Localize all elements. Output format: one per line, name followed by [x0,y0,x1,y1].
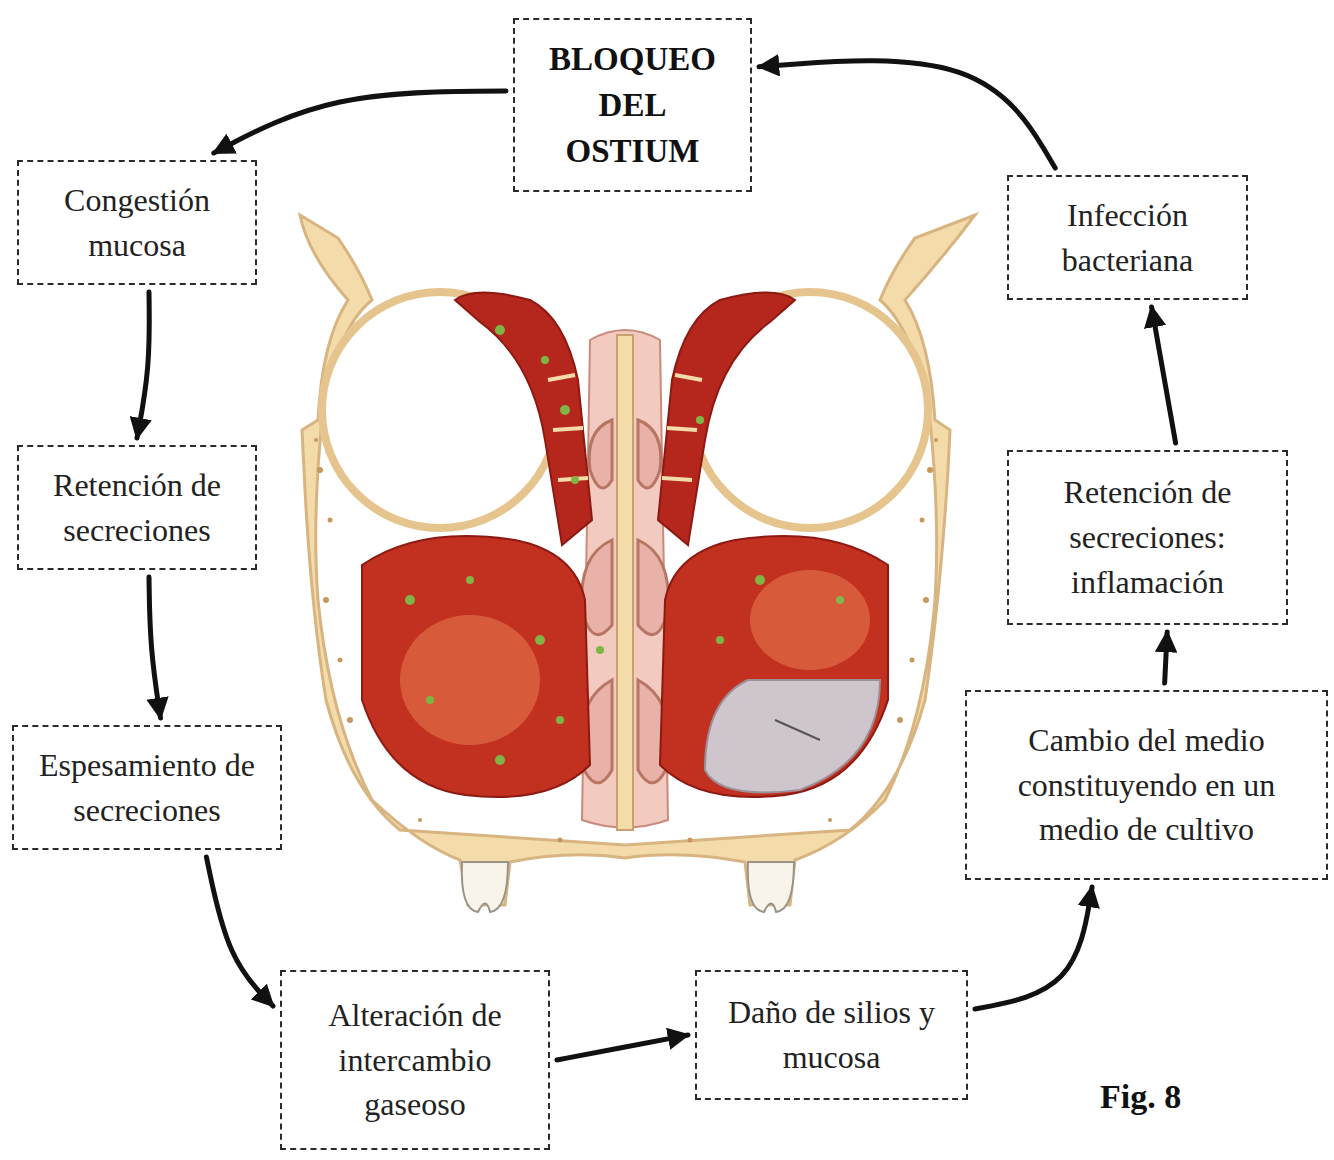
box-text: Espesamiento de secreciones [30,743,264,833]
cycle-arrow [1165,632,1168,683]
cycle-arrow [557,1035,688,1060]
ethmoid-cells [548,375,702,480]
facial-bone [300,215,975,905]
box-text: Cambio del medio constituyendo en un med… [983,718,1310,852]
right-ethmoid-sinus [658,293,795,546]
left-sinus-highlight [400,615,540,745]
cycle-arrow [759,61,1055,168]
process-box: Congestión mucosa [17,160,257,285]
fluid-line [775,720,820,740]
cycle-arrow [214,91,506,153]
process-box: Retención de secreciones [17,445,257,570]
process-box: Espesamiento de secreciones [12,725,282,850]
box-text: Retención de secreciones [35,463,239,553]
box-text: Alteración de intercambio gaseoso [298,993,532,1127]
cycle-arrow [975,887,1092,1009]
right-maxillary-sinus [660,536,888,797]
left-maxillary-sinus [362,536,590,797]
process-box: Alteración de intercambio gaseoso [280,970,550,1150]
process-box: Infección bacteriana [1007,175,1248,300]
cycle-arrow [149,577,161,718]
key-step-box: BLOQUEO DEL OSTIUM [513,18,752,192]
box-text: Daño de silios y mucosa [713,990,950,1080]
right-tooth [748,862,794,912]
box-text: Retención de secreciones: inflamación [1025,470,1270,604]
box-text: BLOQUEO DEL OSTIUM [531,36,734,175]
process-box: Retención de secreciones: inflamación [1007,450,1288,625]
bacteria-dots [405,325,844,765]
figure-number: Fig. 8 [1100,1078,1181,1116]
process-box: Daño de silios y mucosa [695,970,968,1100]
turbinates [579,420,670,783]
box-text: Infección bacteriana [1025,193,1230,283]
box-text: Congestión mucosa [35,178,239,268]
process-box: Cambio del medio constituyendo en un med… [965,690,1328,880]
cycle-arrow [206,857,273,1006]
right-sinus-highlight [750,570,870,670]
nasal-septum [617,335,633,830]
left-ethmoid-sinus [455,293,592,546]
left-tooth [462,862,508,912]
cycle-arrow [1152,307,1176,443]
cycle-arrow [137,292,149,438]
fluid-level [705,680,880,793]
